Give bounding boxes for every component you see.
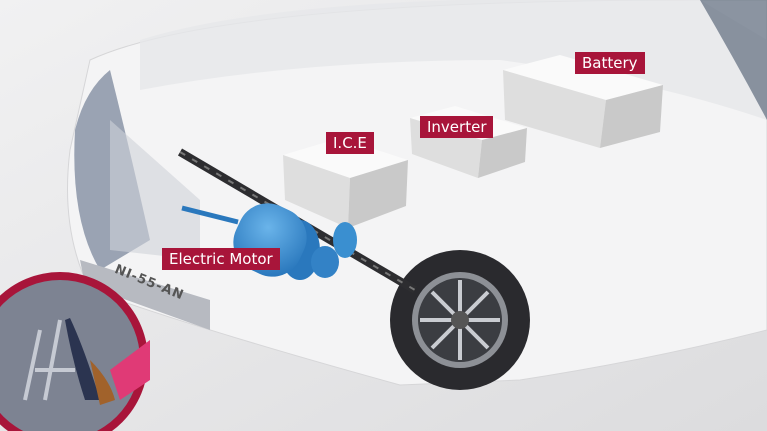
ice-box	[283, 138, 408, 228]
battery-box	[503, 55, 663, 148]
electric-motor-label: Electric Motor	[162, 248, 280, 270]
windshield	[140, 0, 767, 120]
battery-label: Battery	[575, 52, 645, 74]
ice-label: I.C.E	[326, 132, 374, 154]
inverter-label: Inverter	[420, 116, 494, 138]
nissan-badge-logo	[0, 272, 150, 431]
